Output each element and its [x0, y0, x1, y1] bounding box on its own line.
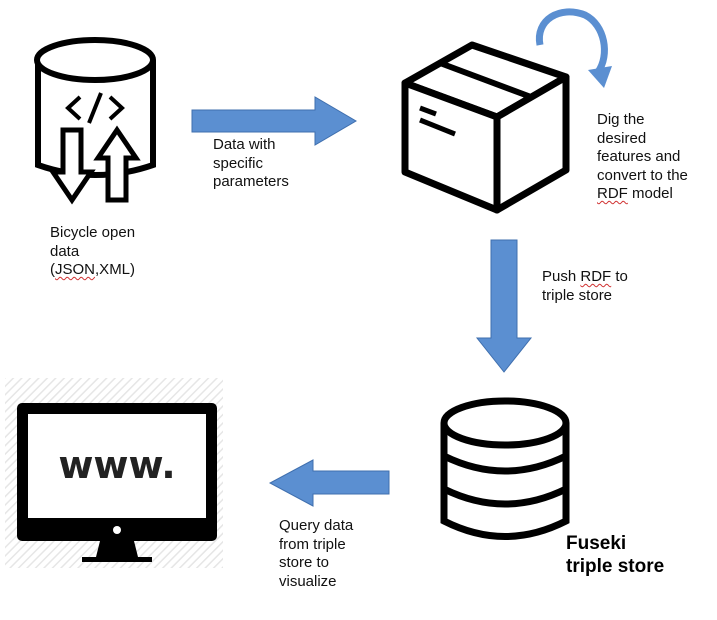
box-icon [401, 41, 570, 214]
edge-label-push-rdf: Push RDF to triple store [542, 268, 628, 304]
edge-label-data-with-parameters: Data with specific parameters [213, 136, 289, 190]
database-code-icon [34, 37, 156, 205]
refresh-arrow-icon [535, 8, 612, 88]
arrow-store-to-client [268, 459, 390, 507]
monitor-icon: www. [5, 378, 223, 568]
screen-text: www. [58, 443, 175, 487]
arrow-processor-to-store [475, 239, 533, 373]
database-stack-icon [440, 397, 570, 540]
store-title: Fuseki triple store [566, 533, 665, 577]
processor-label: Dig the desired features and convert to … [597, 111, 688, 202]
arrow-source-to-processor [191, 96, 357, 146]
edge-label-query-data: Query data from triple store to visualiz… [279, 517, 354, 590]
source-label: Bicycle open data (JSON,XML) [50, 224, 136, 278]
